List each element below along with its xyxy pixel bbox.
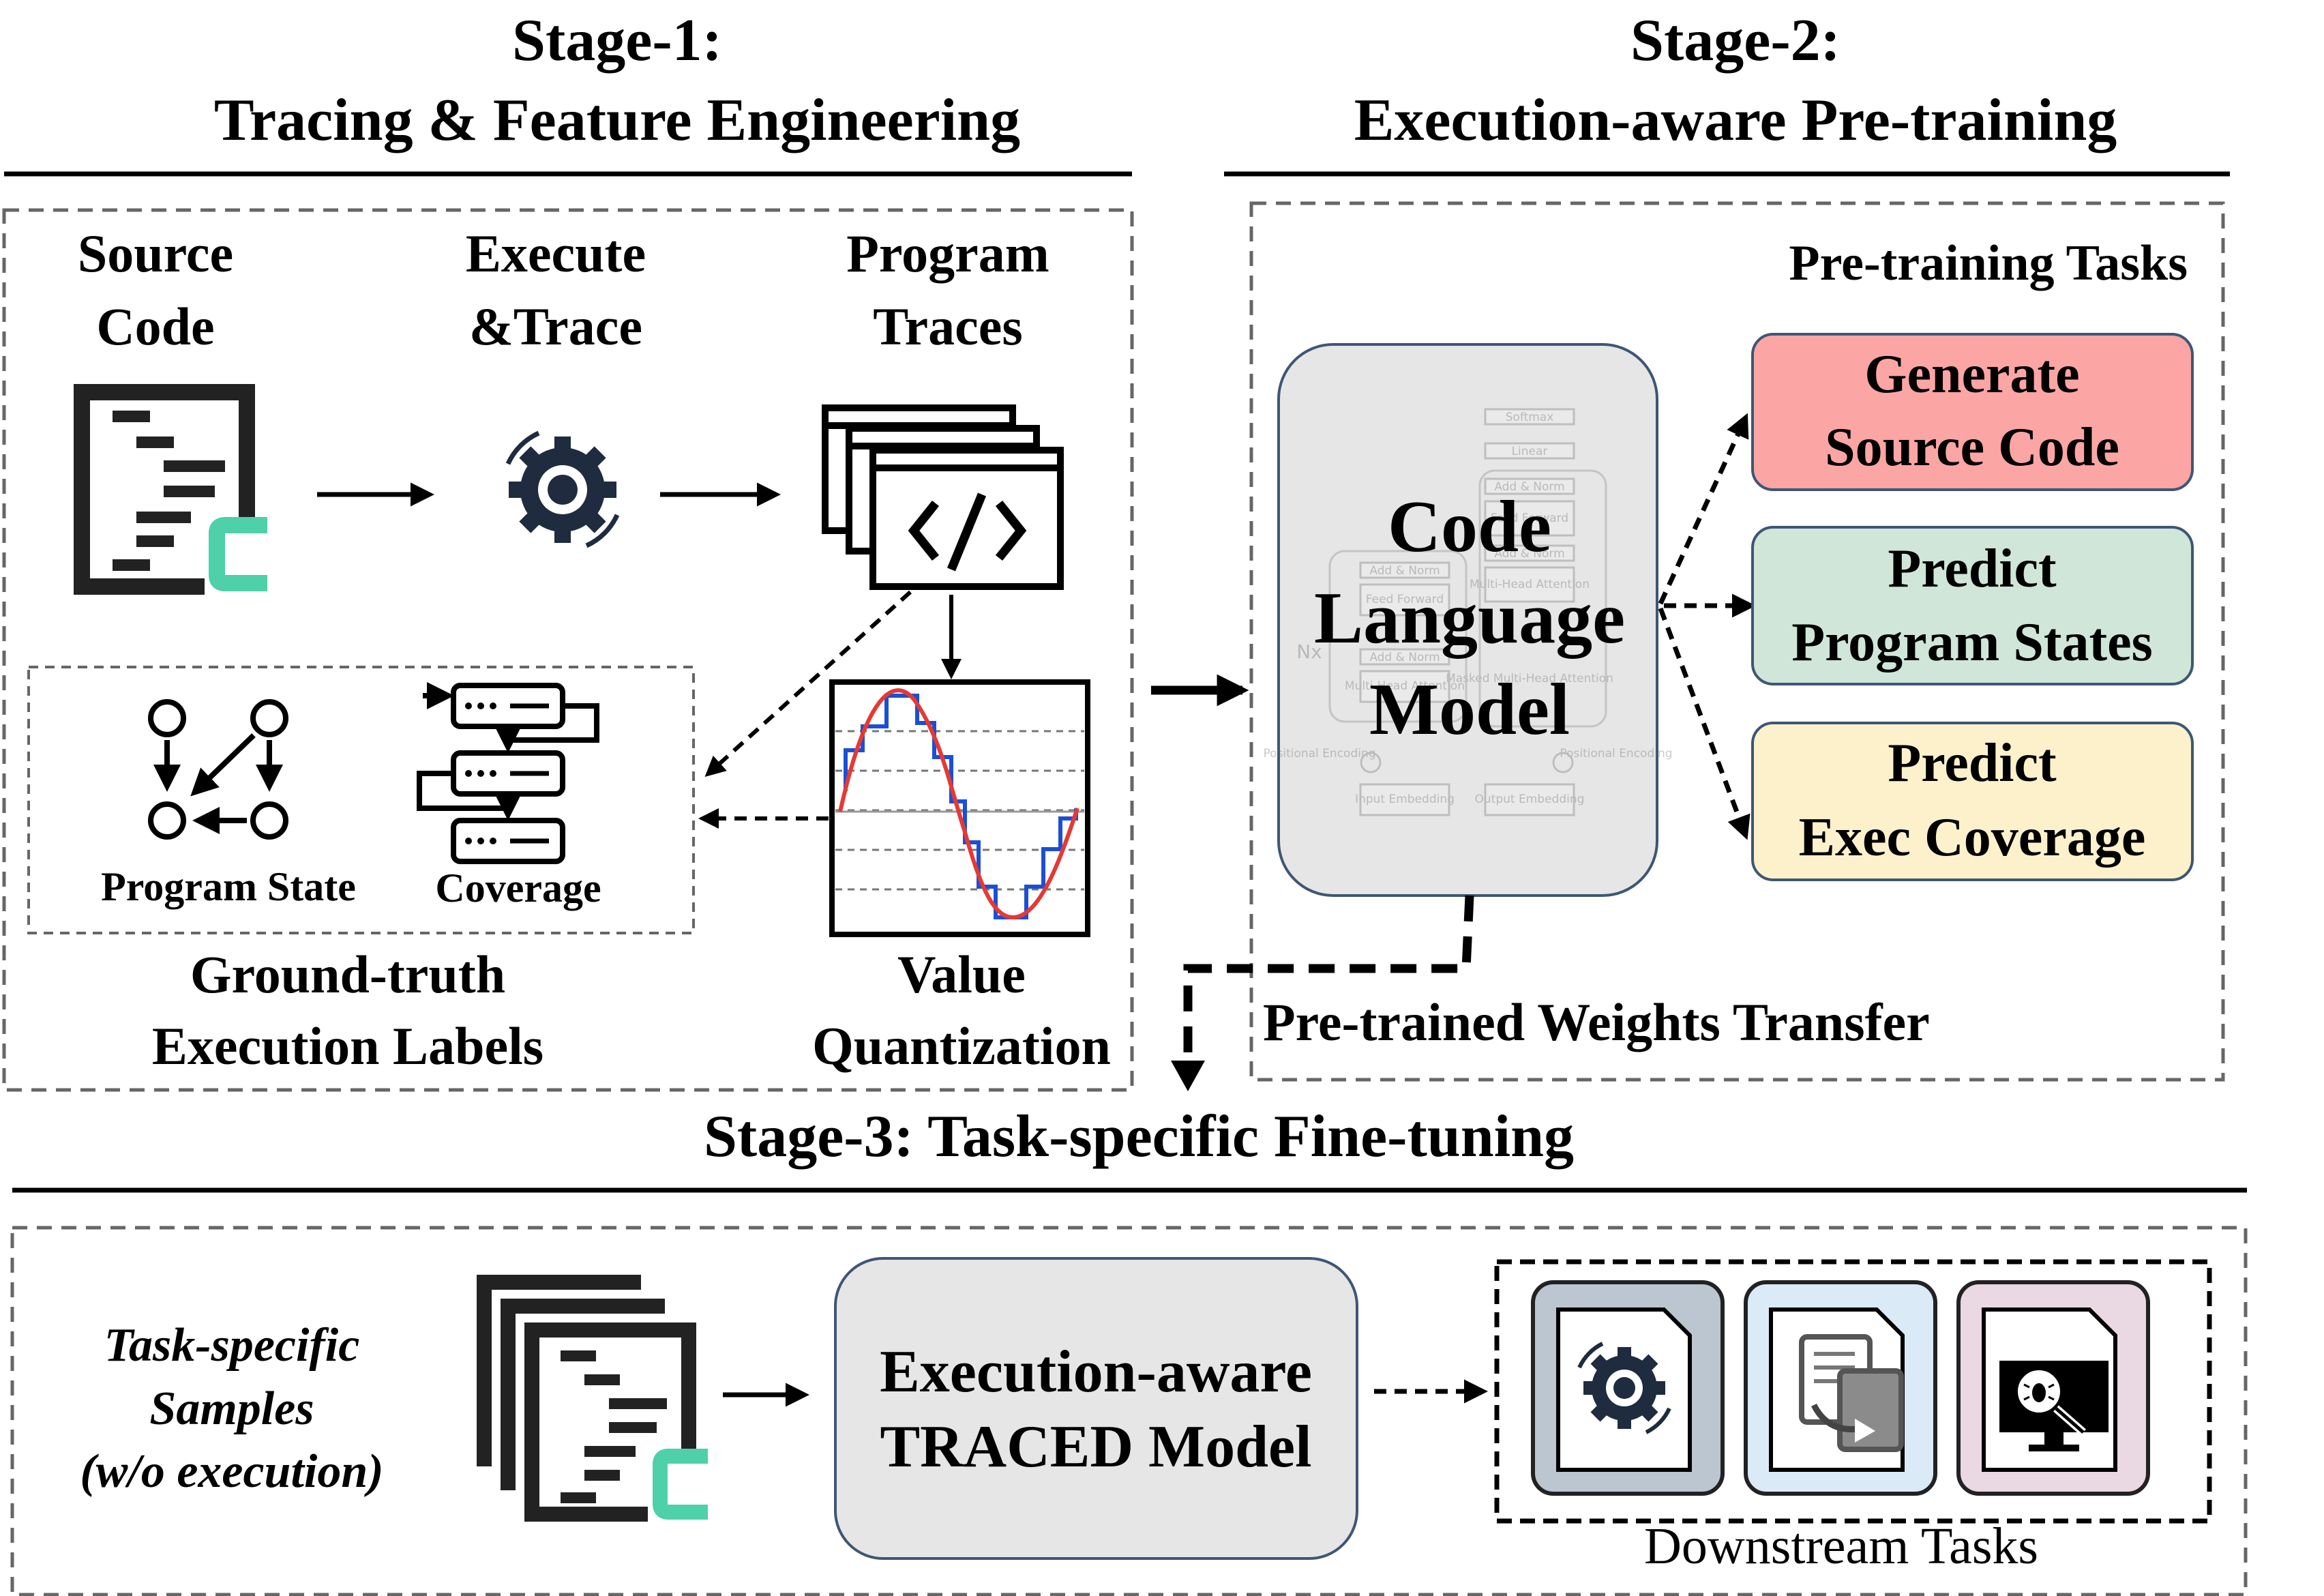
bug-search-monitor-icon [1999, 1361, 2109, 1451]
tf-input-embedding-label: Input Embedding [1355, 793, 1455, 806]
stage1-heading-line1: Stage-1: [512, 8, 722, 74]
stage2-dashed-box [1249, 201, 2225, 1082]
source-code-icon [74, 384, 267, 595]
tf-softmax-label: Softmax [1506, 411, 1554, 424]
stage2-heading-line1: Stage-2: [1630, 8, 1841, 74]
traced-model-box [834, 1257, 1358, 1560]
program-state-label: Program State [101, 864, 356, 909]
task3-label-line2: Exec Coverage [1799, 808, 2146, 868]
dashed-arrow-to-coverage [1658, 607, 1751, 840]
traces-label-line1: Program [846, 224, 1049, 283]
tf-feed-forward-label-2: Feed Forward [1366, 593, 1444, 606]
ground-truth-dashed-box [27, 666, 695, 934]
source-code-label-line1: Source [78, 224, 233, 283]
stage3-section: Stage-3: Task-specific Fine-tuning Task-… [10, 1104, 2248, 1596]
ground-truth-label-line2: Execution Labels [152, 1016, 543, 1076]
task-predict-program-states [1751, 526, 2194, 685]
dashed-arrow-to-generate [1658, 413, 1749, 605]
stage3-heading: Stage-3: Task-specific Fine-tuning [704, 1104, 1574, 1170]
task-generate-source-code [1751, 333, 2194, 491]
downstream-tile-3 [1956, 1280, 2150, 1496]
model-label-line3: Model [1369, 669, 1570, 750]
tf-add-norm-label-3: Add & Norm [1369, 564, 1440, 578]
copy-document-icon [1799, 1334, 1904, 1452]
weights-transfer-arrowhead [1171, 1061, 1205, 1091]
task2-label-line2: Program States [1791, 612, 2153, 673]
dashed-arrow-traces-to-labels [704, 590, 912, 778]
transformer-watermark: Softmax Linear Add & Norm Feed Forward A… [1263, 408, 1673, 816]
downstream-tile-2 [1744, 1280, 1937, 1496]
tf-pos-enc-label-2: Positional Encoding [1560, 747, 1672, 760]
tf-add-norm-label-1: Add & Norm [1494, 480, 1564, 494]
quantization-label-line2: Quantization [812, 1016, 1111, 1076]
task-predict-exec-coverage [1751, 722, 2194, 881]
tf-nx-label: Nx [1296, 640, 1322, 663]
program-traces-icon [822, 404, 1064, 590]
coverage-flow-icon [417, 682, 599, 864]
tf-masked-label: Masked Multi-Head Attention [1446, 672, 1613, 685]
tf-add-norm-label-2: Add & Norm [1494, 547, 1564, 561]
samples-label-line1: Task-specific [104, 1319, 360, 1372]
stage2-heading-line2: Execution-aware Pre-training [1354, 87, 2117, 153]
model-label-line2: Language [1314, 578, 1625, 659]
stage3-dashed-box [10, 1226, 2248, 1596]
task-samples-icon [477, 1275, 708, 1522]
downstream-tile-1 [1531, 1280, 1725, 1496]
model-label-line1: Code [1388, 486, 1551, 567]
tf-linear-label: Linear [1512, 445, 1548, 458]
tf-feed-forward-label-1: Feed Forward [1491, 512, 1568, 525]
task1-label-line1: Generate [1864, 344, 2079, 404]
gear-cycle-icon [505, 430, 620, 548]
samples-label-line2: Samples [149, 1383, 314, 1435]
weights-transfer-label: Pre-trained Weights Transfer [1263, 992, 1930, 1052]
traced-model-label-line2: TRACED Model [880, 1414, 1311, 1480]
ground-truth-label-line1: Ground-truth [190, 945, 505, 1004]
execute-label-line2: &Trace [469, 297, 642, 356]
samples-label-line3: (w/o execution) [80, 1445, 383, 1498]
tf-output-embedding-label: Output Embedding [1475, 793, 1585, 806]
task2-label-line1: Predict [1888, 539, 2057, 599]
weights-transfer-path [1183, 895, 1474, 1083]
coverage-label: Coverage [435, 866, 601, 911]
task1-label-line2: Source Code [1825, 417, 2119, 477]
tf-multi-head-label-2: Multi-Head Attention [1345, 679, 1465, 693]
value-quantization-plot [829, 679, 1090, 937]
execute-label-line1: Execute [466, 224, 646, 283]
source-code-label-line2: Code [96, 297, 214, 356]
stage1-heading-line2: Tracing & Feature Engineering [214, 87, 1020, 153]
pretraining-tasks-title: Pre-training Tasks [1789, 235, 2188, 291]
tf-pos-enc-label-1: Positional Encoding [1263, 747, 1375, 760]
tf-add-norm-label-4: Add & Norm [1369, 651, 1440, 664]
stage1-section: Stage-1: Tracing & Feature Engineering S… [2, 8, 1134, 1092]
downstream-tasks-label: Downstream Tasks [1644, 1518, 2038, 1575]
traced-model-label-line1: Execution-aware [880, 1339, 1312, 1405]
downstream-tasks-box [1494, 1259, 2212, 1524]
traces-label-line2: Traces [873, 297, 1022, 356]
task3-label-line1: Predict [1888, 733, 2057, 793]
stage2-section: Stage-2: Execution-aware Pre-training Pr… [1171, 8, 2230, 1091]
quantization-label-line1: Value [897, 945, 1026, 1004]
tf-multi-head-label-1: Multi-Head Attention [1470, 578, 1590, 591]
gear-document-icon [1577, 1342, 1671, 1434]
program-state-graph-icon [148, 699, 288, 840]
